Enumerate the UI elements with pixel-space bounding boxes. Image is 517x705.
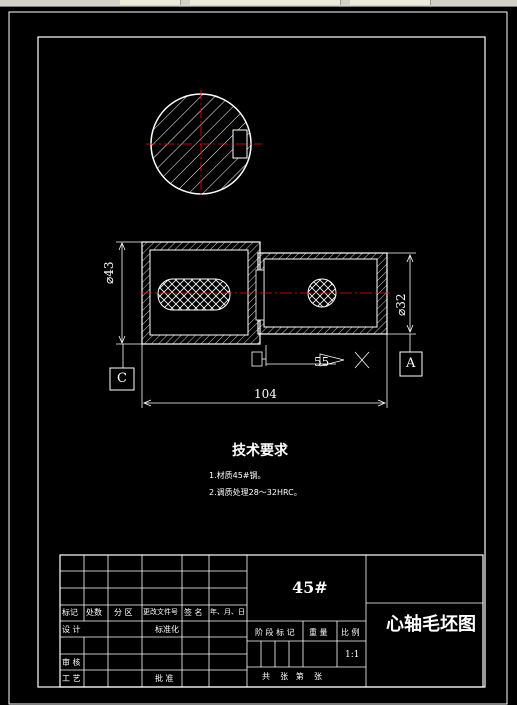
row-standardize: 标准化 — [155, 625, 179, 634]
scale-header: 比 例 — [341, 628, 360, 637]
tech-requirement-1: 1.材质45#钢。 — [209, 471, 266, 480]
right-block-section — [255, 252, 388, 335]
row-process: 工 艺 — [62, 674, 81, 683]
dim-right-diameter: ⌀32 — [394, 293, 408, 317]
weight-header: 重 量 — [309, 628, 328, 637]
sheet-footer: 共 张 第 张 — [262, 672, 322, 681]
outer-frame — [8, 11, 508, 705]
rev-header-docno: 更改文件号 — [143, 608, 178, 616]
datum-label-c: C — [117, 371, 127, 386]
row-design: 设 计 — [62, 625, 81, 634]
scale-value: 1:1 — [345, 650, 360, 660]
rev-header-count: 处数 — [86, 608, 102, 617]
cross-section-view — [146, 90, 262, 198]
toolbar-dropdown[interactable] — [190, 0, 341, 5]
toolbar-dropdown[interactable] — [350, 0, 431, 5]
rev-header-date: 年、月、日 — [210, 608, 245, 616]
inner-frame — [37, 36, 486, 688]
rev-header-sign: 签 名 — [184, 608, 203, 617]
datum-box-c — [109, 367, 135, 391]
app-toolbar — [0, 0, 517, 7]
title-block — [59, 554, 484, 688]
rev-header-mark: 标记 — [62, 608, 78, 617]
dim-left-diameter: ⌀43 — [102, 261, 116, 285]
toolbar-button[interactable] — [120, 0, 181, 5]
datum-label-a: A — [406, 356, 416, 371]
tech-requirements-title: 技术要求 — [232, 443, 288, 459]
drawing-name: 心轴毛坯图 — [386, 614, 476, 635]
row-review: 审 核 — [62, 658, 81, 667]
dim-segment-length: 55 — [314, 355, 330, 369]
rev-header-zone: 分 区 — [114, 608, 133, 617]
material-label: 45# — [292, 578, 328, 597]
dim-overall-length: 104 — [254, 387, 277, 401]
datum-box-a — [399, 351, 423, 377]
tech-requirement-2: 2.调质处理28～32HRC。 — [209, 488, 302, 497]
row-approve: 批 准 — [155, 674, 174, 683]
stage-mark-header: 阶 段 标 记 — [255, 628, 295, 637]
